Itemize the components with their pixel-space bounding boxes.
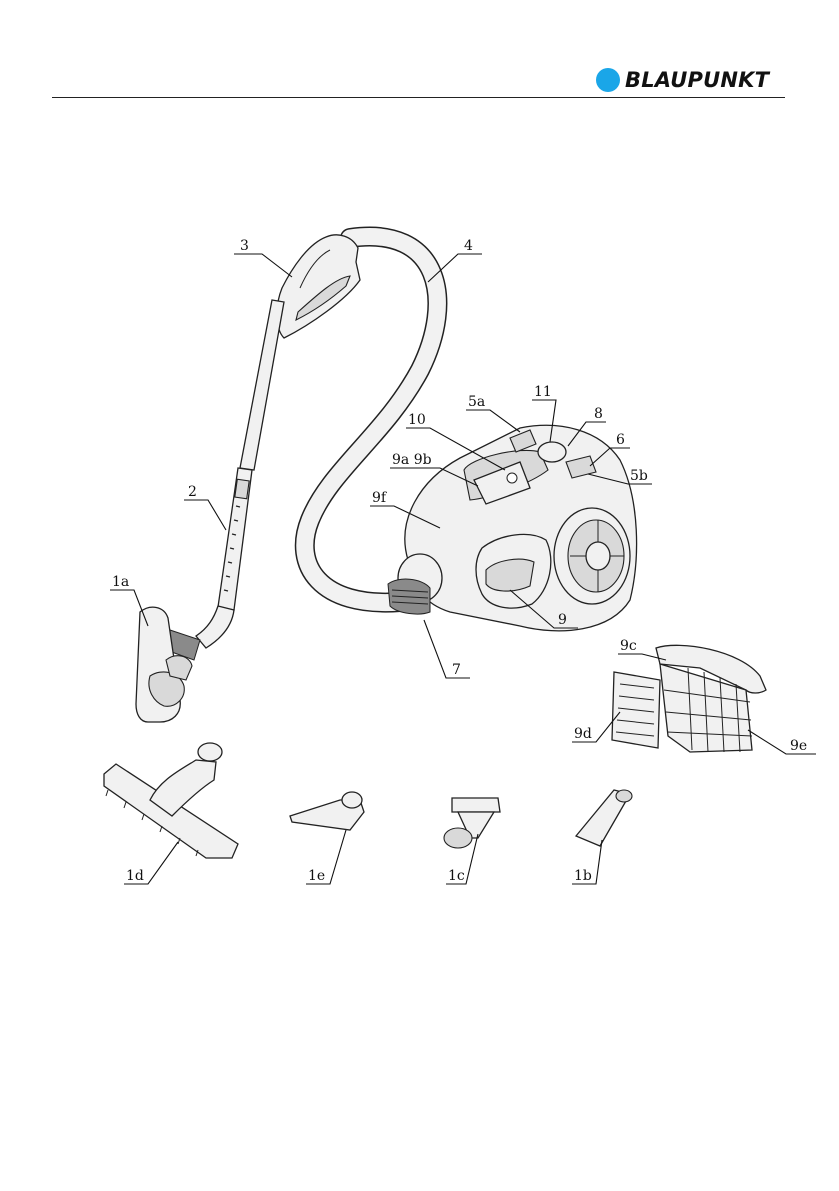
handle — [277, 235, 360, 338]
crevice-tool-1b — [576, 790, 632, 846]
floor-nozzle — [136, 607, 192, 722]
dust-container — [612, 645, 766, 752]
label-6: 6 — [616, 432, 625, 448]
crevice-brush-1e — [290, 792, 364, 830]
label-10: 10 — [408, 412, 426, 428]
label-5a: 5a — [468, 394, 485, 410]
label-8: 8 — [594, 406, 603, 422]
label-7: 7 — [452, 662, 461, 678]
parquet-brush-1d — [104, 743, 238, 858]
label-11: 11 — [534, 384, 552, 400]
label-1d: 1d — [126, 868, 144, 884]
label-4: 4 — [464, 238, 473, 254]
label-1b: 1b — [574, 868, 592, 884]
label-9a-9b: 9a 9b — [392, 452, 432, 468]
label-9f: 9f — [372, 490, 388, 506]
label-9c: 9c — [620, 638, 637, 654]
label-9e: 9e — [790, 738, 807, 754]
label-9: 9 — [558, 612, 567, 628]
label-3: 3 — [240, 238, 249, 254]
dusting-brush-1c — [444, 798, 500, 848]
label-9d: 9d — [574, 726, 592, 742]
label-1e: 1e — [308, 868, 325, 884]
label-1c: 1c — [448, 868, 465, 884]
label-2: 2 — [188, 484, 197, 500]
label-1a: 1a — [112, 574, 129, 590]
telescopic-tube — [166, 300, 284, 660]
label-5b: 5b — [630, 468, 648, 484]
